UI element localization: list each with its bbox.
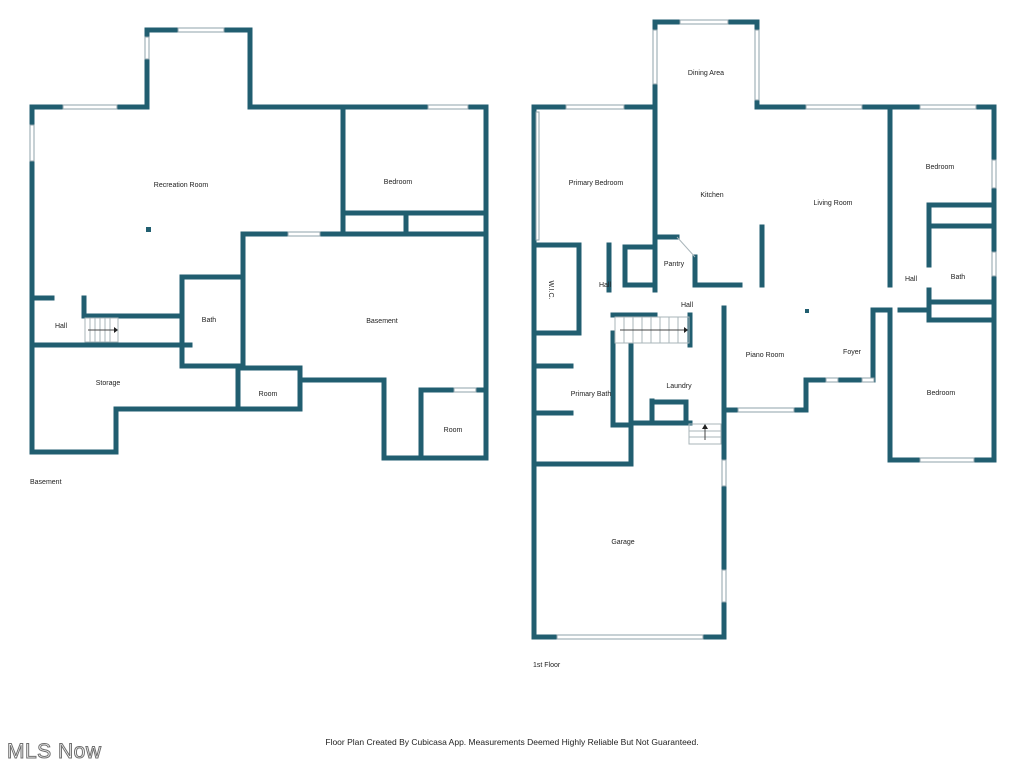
room-label-primary-bedroom: Primary Bedroom <box>569 180 624 187</box>
room-label-recreation-room: Recreation Room <box>154 182 209 189</box>
floor-label-basement: Basement <box>30 479 62 486</box>
basement-windows <box>29 27 477 393</box>
first-floor-walls <box>531 19 997 640</box>
first-floor-windows <box>535 19 997 640</box>
room-label-living-room: Living Room <box>814 200 853 207</box>
room-label-piano-room: Piano Room <box>746 352 785 359</box>
room-label-storage: Storage <box>96 380 121 387</box>
disclaimer-text: Floor Plan Created By Cubicasa App. Meas… <box>325 737 698 747</box>
room-label-room-corner: Room <box>444 427 463 434</box>
room-label-dining-area: Dining Area <box>688 70 724 77</box>
first-floor-stairs <box>614 236 722 445</box>
room-label-hall-center: Hall <box>681 302 694 309</box>
room-label-bedroom-top: Bedroom <box>926 164 955 171</box>
room-label-pantry: Pantry <box>664 261 685 268</box>
room-label-kitchen: Kitchen <box>700 192 723 199</box>
basement-walls <box>29 27 489 461</box>
room-label-garage: Garage <box>611 539 634 546</box>
room-label-primary-bath: Primary Bath <box>571 391 612 398</box>
room-label-bath: Bath <box>951 274 966 281</box>
room-label-hall-left: Hall <box>599 282 612 289</box>
basement-post <box>146 227 151 232</box>
room-label-bath: Bath <box>202 317 217 324</box>
room-label-bedroom-bottom: Bedroom <box>927 390 956 397</box>
mls-now-logo: MLS Now <box>7 740 102 764</box>
room-label-wic: W.I.C. <box>547 280 554 299</box>
basement-stairs <box>84 317 119 343</box>
room-label-hall: Hall <box>55 323 68 330</box>
room-label-foyer: Foyer <box>843 349 862 356</box>
first-floor-post <box>805 309 809 313</box>
room-label-room-small: Room <box>259 391 278 398</box>
floor-label-first-floor: 1st Floor <box>533 662 561 669</box>
room-label-bedroom: Bedroom <box>384 179 413 186</box>
room-label-hall-right: Hall <box>905 276 918 283</box>
room-label-basement: Basement <box>366 318 398 325</box>
room-label-laundry: Laundry <box>666 383 692 390</box>
